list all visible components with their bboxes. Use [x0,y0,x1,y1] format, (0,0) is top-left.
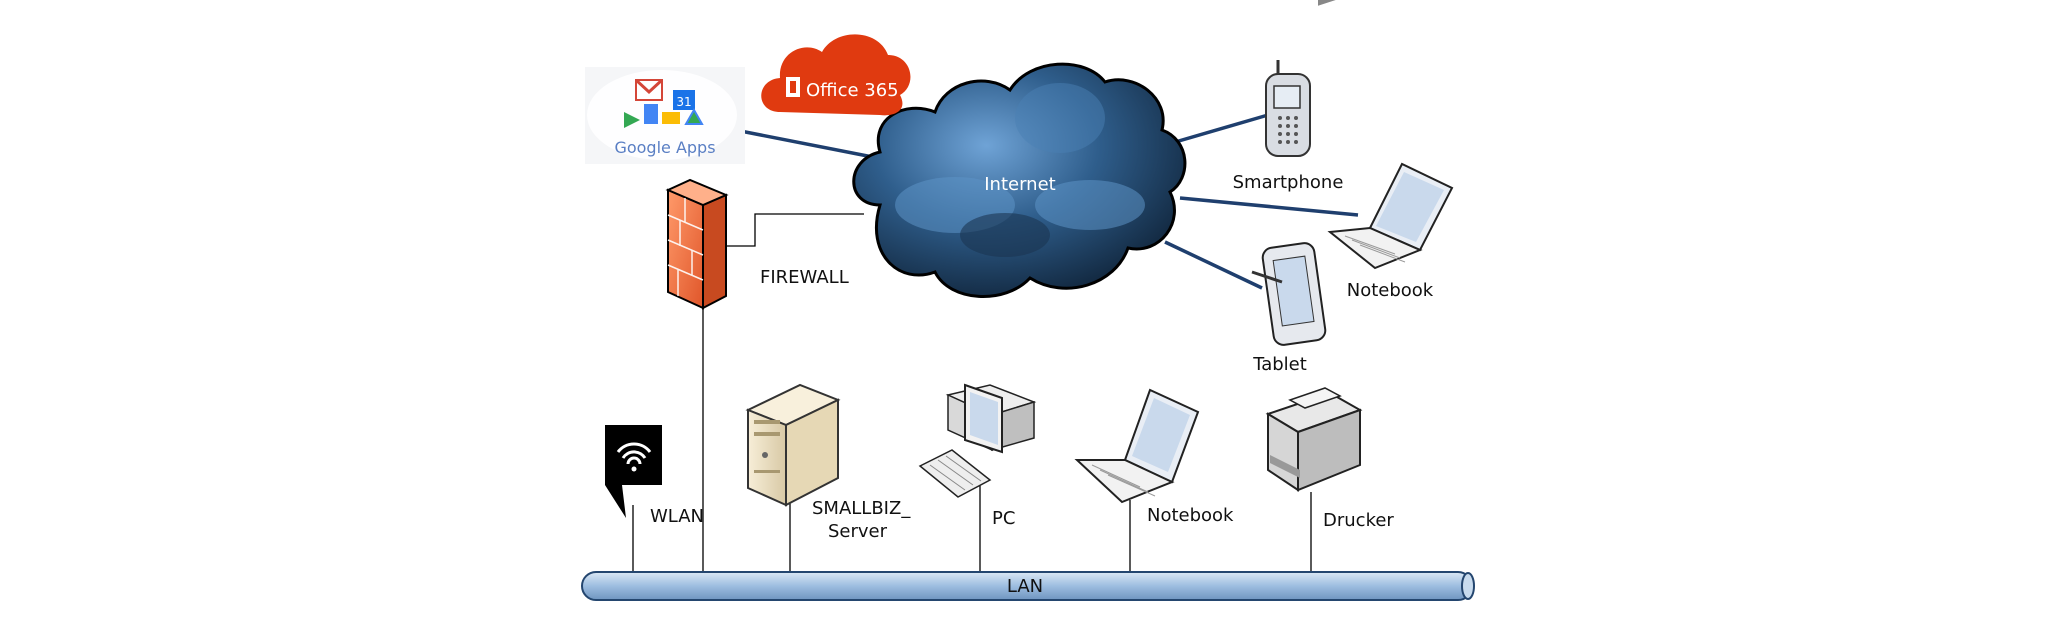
firewall-icon [665,178,729,310]
wlan-node[interactable]: WLAN [605,425,704,527]
smartphone-icon [1265,60,1311,157]
lan-label: LAN [1007,576,1043,597]
wifi-icon [605,425,662,518]
server-label-line1: SMALLBIZ_ [812,498,911,519]
tablet-node[interactable]: Tablet [1251,242,1327,375]
lan-backbone[interactable]: LAN [581,571,1475,601]
pc-icon [918,383,1037,498]
google-apps-icon: 31 [624,78,704,128]
google-apps-label: Google Apps [614,138,715,157]
internet-cloud[interactable]: Internet [852,62,1187,298]
internet-label: Internet [984,174,1055,195]
pc-label: PC [992,508,1015,529]
notebook-local-node[interactable]: Notebook [1074,388,1234,526]
printer-label: Drucker [1323,510,1394,531]
google-apps-node[interactable]: 31 Google Apps [585,67,745,164]
wlan-label: WLAN [650,506,704,527]
server-icon [745,383,841,507]
notebook-remote-label: Notebook [1347,280,1434,301]
cloud-icon [852,62,1187,298]
smartphone-node[interactable]: Smartphone [1233,60,1344,193]
printer-node[interactable]: Drucker [1265,0,1394,531]
notebook-icon [1074,388,1200,504]
printer-icon [1265,0,1363,492]
smartphone-label: Smartphone [1233,172,1344,193]
link-internet-notebook [1179,196,1359,217]
firewall-label: FIREWALL [760,267,849,288]
notebook-icon [1327,162,1454,270]
server-label-line2: Server [828,521,888,542]
server-node[interactable]: SMALLBIZ_ Server [745,383,911,542]
notebook-local-label: Notebook [1147,505,1234,526]
firewall-node[interactable]: FIREWALL [665,178,849,310]
link-firewall-internet [703,213,864,247]
link-internet-smartphone [1164,113,1269,147]
office365-label: Office 365 [806,80,899,101]
tablet-icon [1251,242,1327,346]
office365-icon [761,34,911,116]
notebook-remote-node[interactable]: Notebook [1327,162,1454,301]
pc-node[interactable]: PC [918,383,1037,529]
office365-node[interactable]: Office 365 [761,34,911,116]
svg-text:31: 31 [676,95,691,109]
tablet-label: Tablet [1252,354,1307,375]
link-internet-tablet [1164,240,1263,290]
